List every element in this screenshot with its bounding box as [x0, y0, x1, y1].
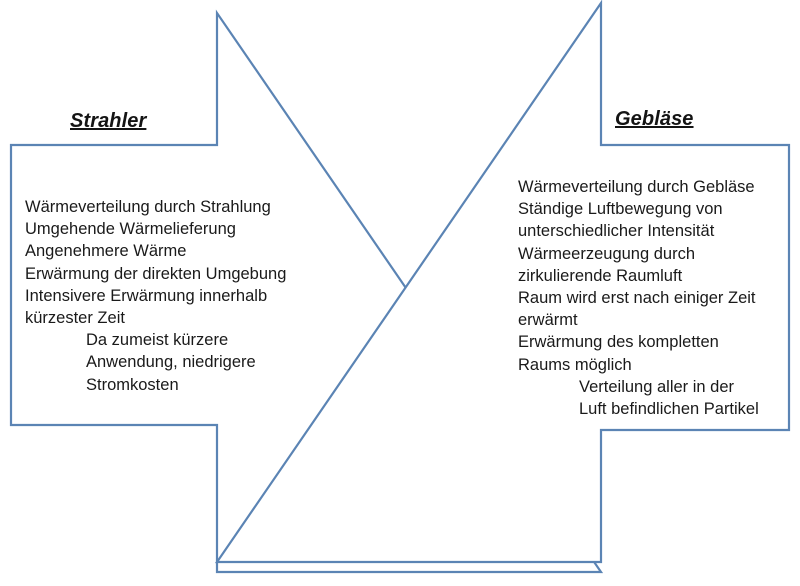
list-item: Da zumeist kürzere [86, 331, 229, 350]
list-item: Angenehmere Wärme [25, 242, 187, 261]
list-item: Erwärmung der direkten Umgebung [25, 264, 287, 283]
list-item: Raums möglich [518, 355, 632, 374]
list-item: Anwendung, niedrigere [86, 353, 256, 372]
list-item: erwärmt [518, 311, 578, 330]
list-item: kürzester Zeit [25, 309, 125, 328]
list-item: Wärmeverteilung durch Gebläse [518, 178, 755, 196]
panel-strahler: Strahler Wärmeverteilung durch Strahlung… [25, 110, 286, 396]
list-item: Umgehende Wärmelieferung [25, 220, 236, 239]
list-item: Intensivere Erwärmung innerhalb [25, 286, 268, 305]
list-item: zirkulierende Raumluft [518, 266, 683, 285]
panel-title-geblaese: Gebläse [615, 108, 694, 130]
list-item: Luft befindlichen Partikel [579, 400, 759, 419]
list-item: Verteilung aller in der [579, 377, 735, 396]
right-shape-outline [214, 0, 791, 564]
list-item: Erwärmung des kompletten [518, 333, 719, 352]
list-item: Ständige Luftbewegung von [518, 200, 723, 219]
list-item: Raum wird erst nach einiger Zeit [518, 289, 756, 308]
list-item: Stromkosten [86, 375, 179, 394]
list-item: unterschiedlicher Intensität [518, 222, 715, 241]
list-item: Wärmeerzeugung durch [518, 244, 696, 263]
list-item: Wärmeverteilung durch Strahlung [25, 198, 271, 216]
panel-title-strahler: Strahler [70, 110, 147, 132]
